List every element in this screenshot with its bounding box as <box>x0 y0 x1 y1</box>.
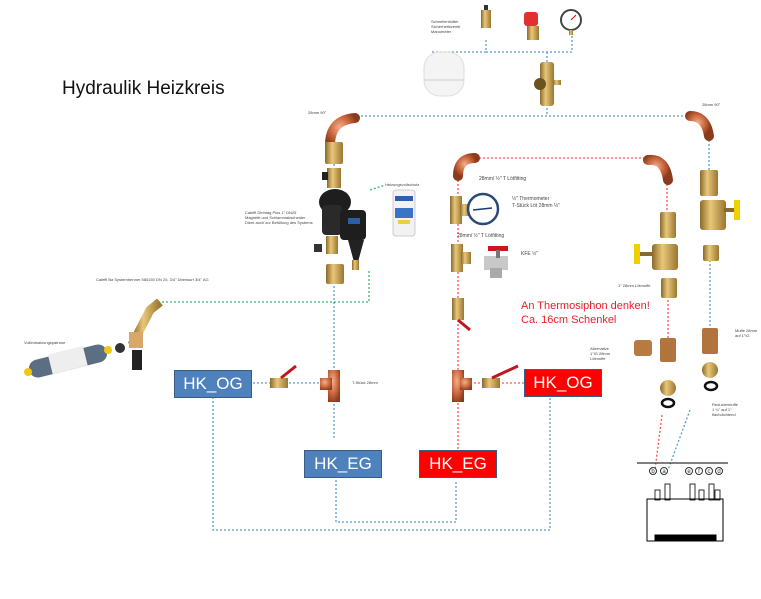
thermosiphon-note: An Thermosiphon denken! Ca. 16cm Schenke… <box>521 300 650 326</box>
label-elbow-left: 28mm 90° <box>308 110 327 115</box>
t-piece-copper <box>320 370 340 402</box>
label-elbow-right: 28mm 90° <box>702 102 721 107</box>
pipe-segment <box>432 40 487 53</box>
elbow-90-flow-right <box>643 154 673 185</box>
pipe-segment <box>486 30 573 53</box>
t-fitting-kfe <box>451 244 471 272</box>
elbow-90-flow-left <box>453 153 480 181</box>
t-piece-copper <box>452 370 472 402</box>
ball-valve-icon <box>270 364 297 388</box>
safety-group-icon <box>534 62 561 106</box>
safety-valve-icon <box>524 12 539 40</box>
nipple-fitting <box>325 142 343 164</box>
socket-fitting <box>660 338 676 362</box>
pipe-segment <box>212 397 551 531</box>
pipe-segment <box>158 270 370 303</box>
nipple-fitting <box>326 264 344 284</box>
manometer-icon <box>560 9 582 35</box>
pipe-segment <box>667 409 691 471</box>
label-t-loetfitting-2: 28mm/ ½" T Lötfitting <box>457 233 505 239</box>
gasket-ring <box>703 380 719 392</box>
label-heizungsvollschutz: Heizungsvollschutz <box>385 182 420 187</box>
page-title: Hydraulik Heizkreis <box>62 78 225 99</box>
label-alternative: Alternative 1"IG 28mm Lötmuffe <box>590 346 611 361</box>
ball-valve-icon <box>322 168 341 188</box>
circuit-hk-og-return[interactable]: HK_OG <box>174 370 252 398</box>
boiler <box>637 462 728 542</box>
circuit-hk-eg-return[interactable]: HK_EG <box>304 450 382 478</box>
solder-socket <box>661 278 677 298</box>
label-loetmuffe: 1" 28mm Lötmuffe <box>618 283 651 288</box>
ball-valve-icon <box>482 364 519 388</box>
expansion-vessel <box>423 51 465 97</box>
boiler-port-c: c <box>705 467 713 475</box>
union-fitting <box>700 170 718 196</box>
pipe-segment <box>335 480 457 523</box>
elbow-90-left <box>325 113 360 150</box>
label-dirtmag: Caleffi Dirtmag Plus 1" DN25 Magnetit un… <box>245 210 313 225</box>
label-kfe: KFE ½" <box>521 251 539 257</box>
label-muffe: Muffe 28mm auf 1"IG <box>735 328 758 338</box>
system-separator <box>115 298 163 370</box>
label-systemtrenner: Caleffi Ba Systemtrenner 580150 DN 20, 3… <box>96 277 209 282</box>
label-vollentsalzung: Vollentsalzungspatrone <box>24 340 66 345</box>
boiler-port-a: a <box>660 467 668 475</box>
reducer-fitting <box>702 362 718 378</box>
label-thermometer: ½" Thermometer T-Stück Löt 28mm ½" <box>512 196 560 209</box>
reducer-fitting <box>660 380 676 396</box>
elbow-90-return-right <box>685 111 714 141</box>
boiler-port-b: b <box>649 467 657 475</box>
gate-valve-icon <box>634 244 678 270</box>
pipe-segment <box>654 414 663 471</box>
circuit-hk-eg-flow[interactable]: HK_EG <box>419 450 497 478</box>
union-fitting <box>660 212 676 238</box>
gate-valve-icon <box>700 200 740 230</box>
label-t-stueck: T-Stück 28mm <box>352 380 378 385</box>
air-vent-icon <box>481 5 491 28</box>
gasket-ring <box>660 397 676 409</box>
t-fitting-thermometer <box>450 196 470 224</box>
thermometer-icon <box>466 192 500 226</box>
dirtmag-separator <box>314 189 366 270</box>
deionization-cartridge <box>24 344 112 378</box>
kfe-valve-icon <box>484 246 508 278</box>
socket-fitting <box>702 328 718 354</box>
label-t-loetfitting-1: 28mm/ ½" T Lötfitting <box>479 176 527 182</box>
socket-fitting <box>703 245 719 261</box>
alternative-socket <box>634 340 652 356</box>
ball-valve-icon <box>452 298 471 332</box>
boiler-port-f: f <box>695 467 703 475</box>
label-top-group: Schnellentlüfter Sicherheitsventil Manom… <box>431 19 461 34</box>
circuit-hk-og-flow[interactable]: HK_OG <box>524 369 602 397</box>
boiler-port-e: e <box>685 467 693 475</box>
fill-lines <box>158 184 386 303</box>
label-reduziermuffe: Reduziermuffe 1 ¼" auf 1" flachdichtend <box>712 402 738 417</box>
boiler-port-d: d <box>715 467 723 475</box>
heating-protection-bottle <box>392 189 416 237</box>
pipe-segment <box>369 184 386 191</box>
